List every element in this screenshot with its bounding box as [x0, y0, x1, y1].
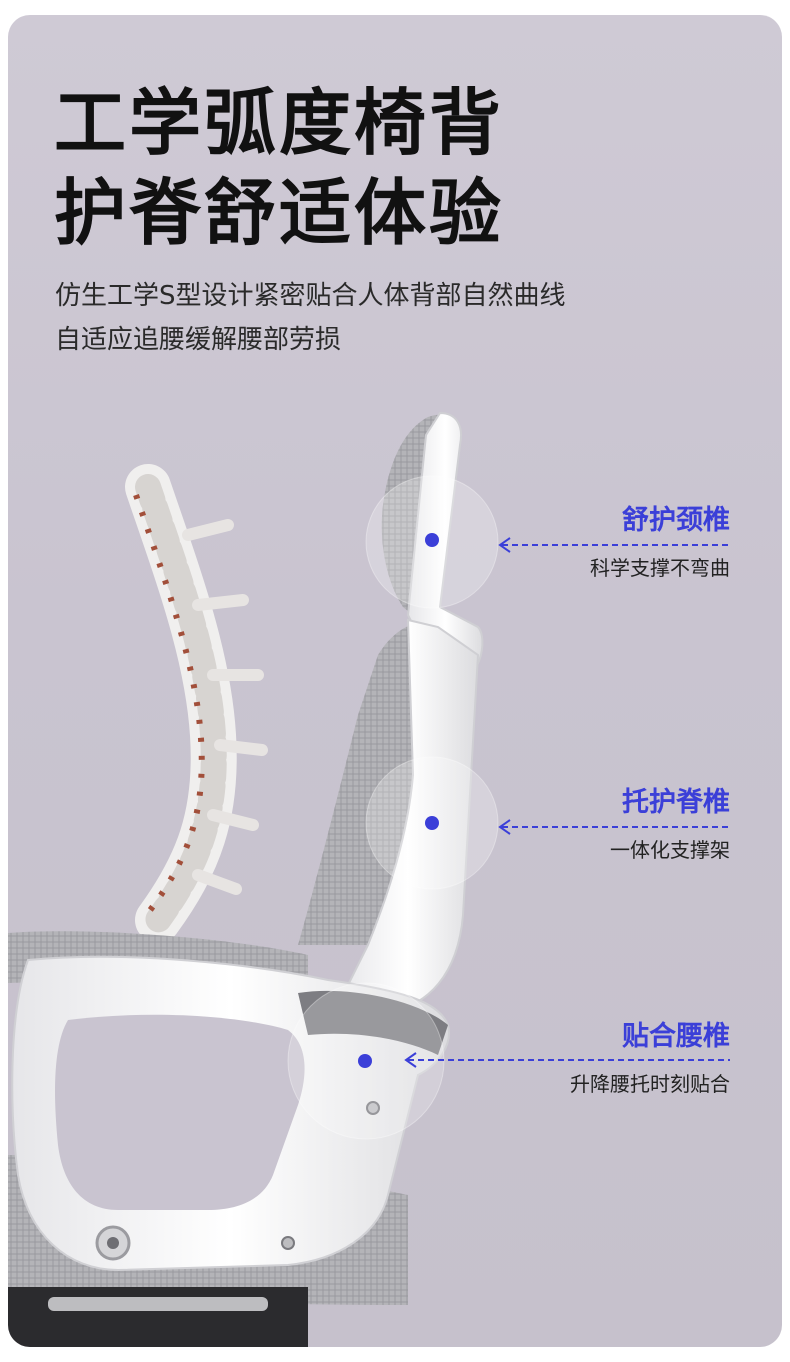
feature-spine: 托护脊椎 一体化支撑架 — [610, 789, 730, 860]
marker-dot-icon — [425, 533, 439, 547]
dashed-arrow-icon — [404, 1052, 730, 1068]
feature-title: 舒护颈椎 — [622, 505, 730, 536]
feature-desc: 科学支撑不弯曲 — [590, 556, 730, 580]
chair-base — [8, 1287, 308, 1347]
marker-dot-icon — [425, 816, 439, 830]
feature-desc: 升降腰托时刻贴合 — [570, 1072, 730, 1096]
headline-line-1: 工学弧度椅背 — [54, 81, 505, 165]
backrest-mesh — [298, 622, 447, 945]
spine-illustration — [125, 464, 268, 943]
subtitle-line-1: 仿生工学S型设计紧密贴合人体背部自然曲线 — [55, 281, 566, 311]
feature-desc: 一体化支撑架 — [610, 838, 730, 862]
armrest-opening — [55, 1014, 305, 1210]
dashed-arrow-icon — [498, 537, 730, 553]
marker-dot-icon — [358, 1054, 372, 1068]
product-card: 工学弧度椅背 护脊舒适体验 仿生工学S型设计紧密贴合人体背部自然曲线 自适应追腰… — [8, 15, 782, 1347]
feature-lumbar: 贴合腰椎 升降腰托时刻贴合 — [570, 1023, 730, 1094]
subtitle-line-2: 自适应追腰缓解腰部劳损 — [55, 325, 342, 355]
chair-illustration — [8, 411, 730, 1347]
feature-title: 贴合腰椎 — [622, 1021, 730, 1052]
headline-line-2: 护脊舒适体验 — [54, 171, 505, 255]
dashed-arrow-icon — [498, 819, 730, 835]
lumbar-support-pad — [298, 990, 448, 1055]
feature-neck: 舒护颈椎 科学支撑不弯曲 — [590, 507, 730, 578]
feature-title: 托护脊椎 — [622, 787, 730, 818]
